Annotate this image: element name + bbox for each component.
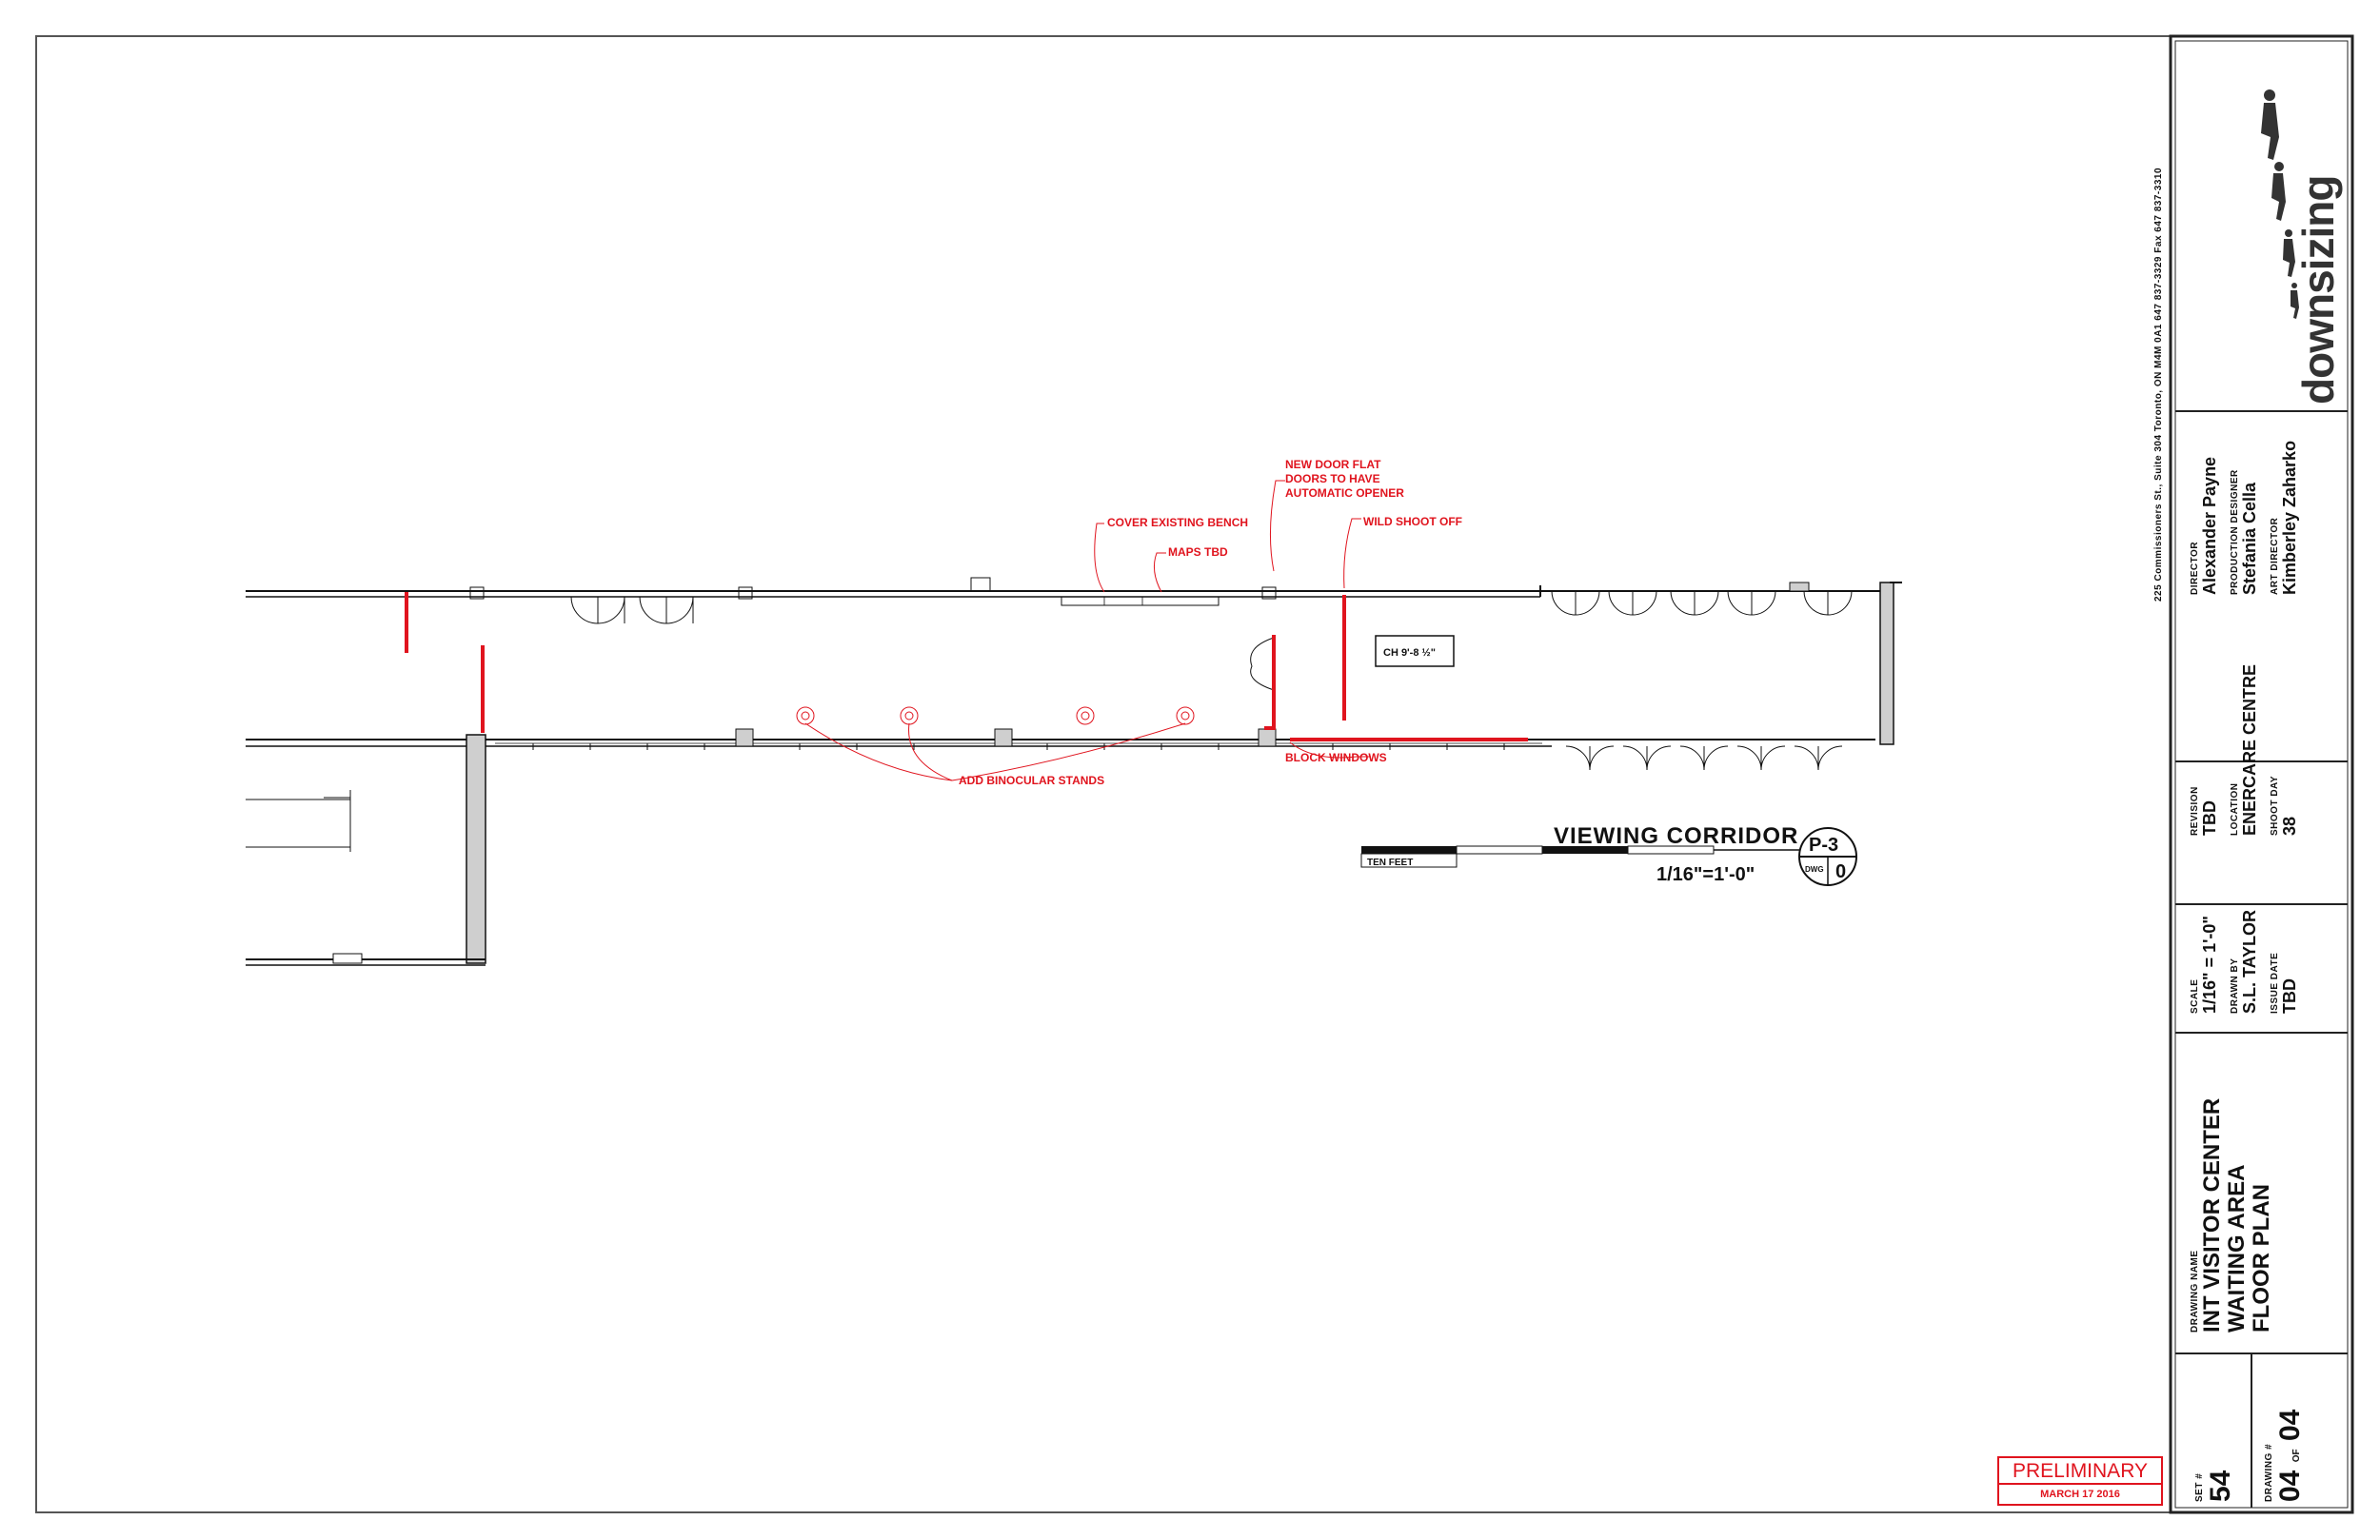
location-value: ENERCARE CENTRE — [2240, 663, 2259, 836]
drawing-total: 04 — [2274, 1409, 2306, 1442]
markup-lines — [405, 480, 1528, 781]
location-label: LOCATION — [2230, 782, 2240, 836]
shoot-day-label: SHOOT DAY — [2270, 775, 2280, 836]
drawing-num-value: 04 OF 04 — [2274, 1410, 2307, 1502]
block-windows-note: BLOCK WINDOWS — [1285, 751, 1387, 764]
view-title: VIEWING CORRIDOR — [1554, 823, 1798, 849]
drawing-num-label: DRAWING # — [2264, 1443, 2274, 1502]
ceiling-height-tag — [1375, 635, 1455, 667]
preliminary-date: MARCH 17 2016 — [2040, 1489, 2120, 1500]
set-label: SET # — [2194, 1472, 2205, 1502]
revision-label: REVISION — [2190, 786, 2200, 836]
floor-plan — [246, 577, 1902, 966]
drawing-info-block: SCALE 1/16" = 1'-0" DRAWN BY S.L. TAYLOR… — [2190, 910, 2300, 1014]
scalebar-label: TEN FEET — [1367, 858, 1413, 868]
new-door-note-2: DOORS TO HAVE — [1285, 472, 1380, 485]
sheet-border — [35, 35, 2353, 1513]
company-name: downsizing — [2293, 175, 2343, 405]
drawing-num: 04 — [2274, 1470, 2306, 1502]
ref-number: 0 — [1835, 861, 1846, 882]
drawn-by-value: S.L. TAYLOR — [2240, 909, 2259, 1014]
new-door-note-1: NEW DOOR FLAT — [1285, 458, 1381, 471]
title-block-frame — [2169, 34, 2354, 1514]
drawn-by-label: DRAWN BY — [2230, 958, 2240, 1014]
set-block: SET # 54 — [2194, 1471, 2237, 1502]
revision-value: TBD — [2200, 800, 2219, 836]
director-label: DIRECTOR — [2190, 541, 2200, 595]
drawing-name-line-3: FLOOR PLAN — [2249, 1184, 2274, 1333]
binocular-note: ADD BINOCULAR STANDS — [959, 774, 1104, 787]
prod-designer-name: Stefania Cella — [2240, 482, 2259, 595]
company-logo: downsizing — [2292, 176, 2344, 405]
crew-block: DIRECTOR Alexander Payne PRODUCTION DESI… — [2190, 441, 2300, 595]
cover-bench-note: COVER EXISTING BENCH — [1107, 516, 1248, 529]
view-scale: 1/16"=1'-0" — [1656, 864, 1755, 885]
wild-shoot-note: WILD SHOOT OFF — [1363, 515, 1462, 528]
scale-label: SCALE — [2190, 978, 2200, 1014]
ref-sheet: P-3 — [1809, 835, 1838, 856]
issue-date-label: ISSUE DATE — [2270, 952, 2280, 1014]
art-director-name: Kimberley Zaharko — [2280, 440, 2299, 595]
drawing-name-line-2: WAITING AREA — [2224, 1164, 2250, 1333]
director-name: Alexander Payne — [2200, 456, 2219, 595]
logo-figures-icon — [2261, 89, 2299, 319]
view-title-block: VIEWING CORRIDOR 1/16"=1'-0" TEN FEET P-… — [1360, 823, 1857, 886]
drawing-name-line-1: INT VISITOR CENTER — [2199, 1097, 2225, 1333]
of-label: OF — [2291, 1449, 2302, 1463]
preliminary-label: PRELIMINARY — [1999, 1460, 2161, 1485]
ceiling-height-label: CH 9'-8 ½" — [1383, 647, 1436, 659]
set-value: 54 — [2205, 1470, 2236, 1502]
company-address: 225 Commissioners St., Suite 304 Toronto… — [2153, 167, 2164, 602]
drawing-number-block: DRAWING # 04 OF 04 — [2264, 1410, 2307, 1502]
maps-note: MAPS TBD — [1168, 545, 1228, 559]
issue-date-value: TBD — [2280, 978, 2299, 1014]
scale-value: 1/16" = 1'-0" — [2200, 916, 2219, 1014]
markup-labels: NEW DOOR FLAT DOORS TO HAVE AUTOMATIC OP… — [959, 458, 1462, 787]
drawing-name-block: DRAWING NAME INT VISITOR CENTER WAITING … — [2190, 1098, 2274, 1333]
preliminary-stamp: PRELIMINARY MARCH 17 2016 — [1997, 1456, 2163, 1506]
art-director-label: ART DIRECTOR — [2270, 517, 2280, 595]
new-door-note-3: AUTOMATIC OPENER — [1285, 486, 1404, 500]
shoot-day-value: 38 — [2280, 816, 2299, 836]
production-info-block: REVISION TBD LOCATION ENERCARE CENTRE SH… — [2190, 664, 2300, 836]
prod-designer-label: PRODUCTION DESIGNER — [2230, 469, 2240, 595]
ref-dwg-label: DWG — [1805, 865, 1824, 874]
